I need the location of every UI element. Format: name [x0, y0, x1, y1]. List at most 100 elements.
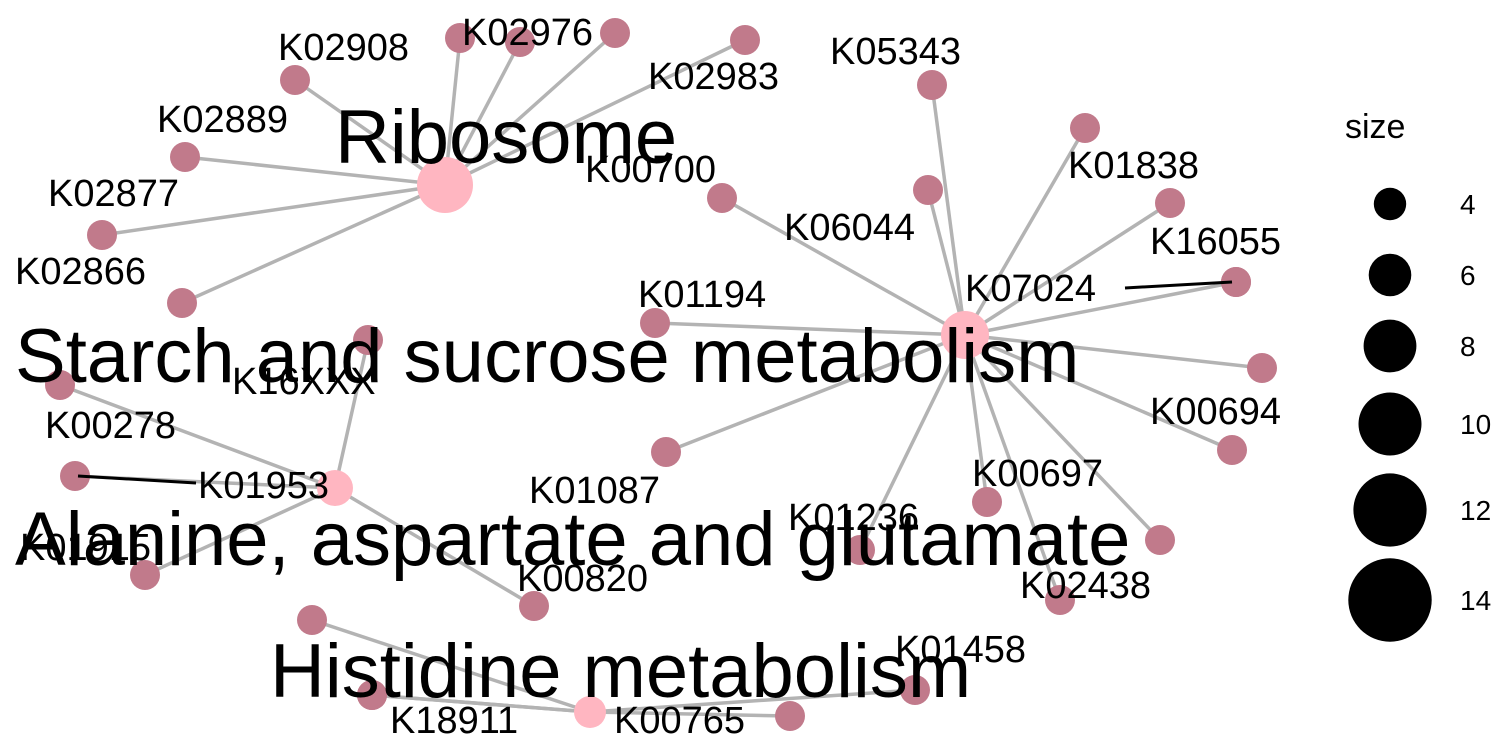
gene-label-K01458: K01458	[895, 629, 1026, 671]
edge-starch-g_hid_right	[964, 333, 1263, 370]
node-layer	[45, 18, 1277, 731]
gene-label-K02983: K02983	[648, 56, 779, 98]
gene-node-hid_right	[1247, 353, 1277, 383]
gene-node-hid_f	[775, 701, 805, 731]
gene-label-K01194: K01194	[638, 274, 766, 316]
gene-node-K01838	[1070, 113, 1100, 143]
edge-starch-g_hid_a	[964, 201, 1171, 337]
edge-alanine-g_K01915	[144, 486, 336, 577]
edge-histidine-g_hid_d	[311, 618, 591, 714]
gene-label-K07024: K07024	[965, 268, 1096, 310]
gene-node-K00820	[519, 591, 549, 621]
gene-label-K18911: K18911	[390, 700, 518, 742]
legend-dot-size-8	[1363, 319, 1417, 373]
gene-label-K00700: K00700	[585, 149, 716, 191]
gene-label-K02877: K02877	[48, 173, 179, 215]
gene-node-K02877	[87, 220, 117, 250]
category-node-alanine	[317, 470, 353, 506]
gene-node-top_r2	[505, 27, 535, 57]
edge-layer	[59, 31, 1263, 718]
edge-alanine-g_K00820	[334, 486, 535, 608]
gene-node-K18911	[357, 680, 387, 710]
gene-label-K00697: K00697	[972, 453, 1103, 495]
edge-starch-g_K01236	[858, 334, 967, 551]
edge-starch-g_K00697	[963, 334, 989, 503]
gene-label-K02908: K02908	[278, 27, 409, 69]
gene-node-hid_c	[45, 370, 75, 400]
edge-starch-g_K01087	[665, 333, 966, 454]
category-label-histidine: Histidine metabolism	[270, 629, 971, 714]
gene-node-K06044	[913, 175, 943, 205]
size-legend: size 4 6 8 10 12 14	[1345, 108, 1491, 642]
gene-node-hid_d	[297, 605, 327, 635]
edge-starch-g_K06044	[926, 189, 967, 336]
gene-label-K01915: K01915	[20, 527, 151, 569]
gene-node-K00278	[60, 461, 90, 491]
label-leader-line	[77, 474, 197, 485]
legend-dot-size-14	[1348, 558, 1432, 642]
gene-node-K02983	[730, 25, 760, 55]
gene-label-K00278: K00278	[45, 405, 176, 447]
edge-ribosome-g_K02908	[293, 78, 447, 187]
gene-node-K00697	[972, 487, 1002, 517]
legend-label-size-8: 8	[1460, 331, 1476, 362]
gene-node-K02889	[170, 142, 200, 172]
gene-label-K16055: K16055	[1150, 221, 1281, 263]
gene-label-K02438: K02438	[1020, 565, 1151, 607]
edge-starch-g_K05343	[930, 84, 967, 336]
edge-histidine-g_hid_f	[589, 710, 791, 718]
edge-starch-g_K00700	[721, 196, 966, 337]
legend-label-size-10: 10	[1460, 409, 1491, 440]
gene-node-K01458	[900, 675, 930, 705]
gene-label-K00820: K00820	[517, 558, 648, 600]
category-node-starch	[941, 311, 989, 359]
category-label-starch: Starch and sucrose metabolism	[15, 314, 1079, 399]
gene-node-K00700	[707, 183, 737, 213]
gene-node-K01194	[640, 308, 670, 338]
gene-node-K00694	[1217, 435, 1247, 465]
legend-title: size	[1345, 108, 1405, 146]
gene-node-K02438	[1045, 585, 1075, 615]
gene-label-K01953: K01953	[198, 465, 329, 507]
gene-label-K05343: K05343	[830, 31, 961, 73]
edge-histidine-g_K01458	[589, 688, 916, 714]
gene-label-K06044: K06044	[784, 207, 915, 249]
legend-label-size-4: 4	[1460, 189, 1476, 220]
edge-histidine-g_K18911	[371, 693, 591, 714]
gene-node-top_r1	[600, 18, 630, 48]
gene-node-hid_a	[1155, 188, 1185, 218]
gene-node-K01915	[130, 560, 160, 590]
gene-label-K02976: K02976	[462, 12, 593, 54]
gene-node-K02908	[280, 65, 310, 95]
category-node-ribosome	[417, 157, 473, 213]
edge-ribosome-g_K02889	[184, 155, 446, 187]
edge-starch-g_K00694	[964, 333, 1233, 452]
edge-ribosome-g_top_r1	[443, 31, 617, 187]
edge-starch-g_K07024	[964, 280, 1237, 337]
gene-label-K02866: K02866	[15, 251, 146, 293]
legend-label-size-12: 12	[1460, 495, 1491, 526]
legend-label-size-14: 14	[1460, 585, 1491, 616]
edge-ribosome-g_K02866	[181, 183, 446, 305]
edge-ribosome-g_K02877	[101, 183, 446, 237]
edge-starch-g_K02438	[963, 334, 1062, 601]
gene-node-hid_b	[1145, 525, 1175, 555]
legend-dot-size-4	[1373, 187, 1407, 221]
gene-node-K02976	[445, 23, 475, 53]
edge-starch-g_K01194	[654, 321, 966, 337]
gene-node-K05343	[917, 70, 947, 100]
gene-label-K00694: K00694	[1150, 391, 1281, 433]
edge-starch-g_K01838	[963, 127, 1087, 336]
edge-alanine-g_K16XXX	[333, 339, 370, 489]
legend-label-size-6: 6	[1460, 260, 1476, 291]
category-node-histidine	[574, 696, 606, 728]
gene-label-K01087: K01087	[529, 470, 660, 512]
edge-starch-g_hid_b	[963, 333, 1162, 542]
gene-label-K01838: K01838	[1068, 145, 1199, 187]
gene-label-K02889: K02889	[157, 99, 288, 141]
gene-node-K02866	[167, 288, 197, 318]
gene-label-K16XXX: K16XXX	[232, 361, 376, 403]
category-label-alanine: Alanine, aspartate and glutamate	[15, 497, 1130, 582]
